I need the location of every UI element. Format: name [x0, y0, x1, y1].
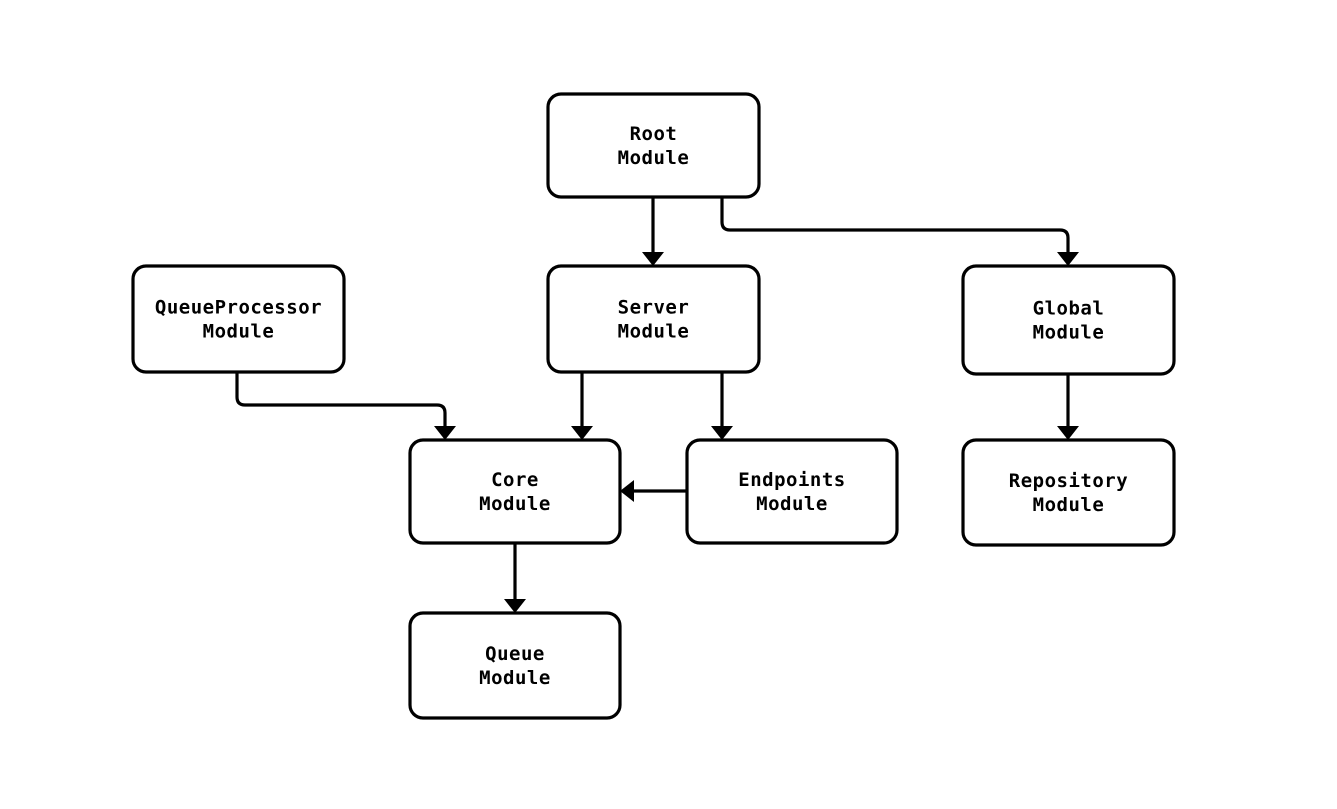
- node-label-secondary: Module: [618, 321, 690, 343]
- node-label-secondary: Module: [479, 493, 551, 515]
- node-box[interactable]: [131, 264, 346, 374]
- arrowhead-down-icon: [571, 426, 593, 440]
- node-box[interactable]: [961, 438, 1176, 547]
- edge-root-to-global: [720, 197, 1079, 266]
- node-label-secondary: Module: [479, 667, 551, 689]
- node-label-primary: Global: [1033, 298, 1105, 320]
- edge-core-to-queue: [504, 543, 526, 613]
- node-label-primary: Repository: [1009, 470, 1128, 492]
- edge-layer: [235, 197, 1079, 613]
- arrowhead-down-icon: [1057, 426, 1079, 440]
- node-label-secondary: Module: [618, 147, 690, 169]
- edge-global-to-repository: [1057, 374, 1079, 440]
- node-label-primary: Endpoints: [738, 469, 845, 491]
- edge-queueprocessor-to-core: [235, 372, 456, 440]
- edge-server-to-core: [571, 372, 593, 440]
- edge-root-to-server: [642, 197, 664, 266]
- node-box[interactable]: [546, 264, 761, 374]
- node-label-secondary: Module: [1033, 494, 1105, 516]
- node-layer: RootModuleQueueProcessorModuleServerModu…: [131, 92, 1176, 720]
- arrowhead-down-icon: [711, 426, 733, 440]
- node-box[interactable]: [685, 438, 899, 545]
- node-box[interactable]: [546, 92, 761, 199]
- node-label-primary: Core: [491, 469, 539, 491]
- node-box[interactable]: [961, 264, 1176, 376]
- node-label-secondary: Module: [203, 321, 275, 343]
- arrowhead-down-icon: [642, 252, 664, 266]
- arrowhead-down-icon: [1057, 252, 1079, 266]
- edge-line: [235, 372, 447, 428]
- arrowhead-down-icon: [434, 426, 456, 440]
- node-label-primary: Server: [618, 297, 690, 319]
- edge-server-to-endpoints: [711, 372, 733, 440]
- node-label-primary: QueueProcessor: [155, 297, 322, 319]
- node-label-secondary: Module: [756, 493, 828, 515]
- edge-endpoints-to-core: [620, 480, 687, 502]
- edge-line: [720, 197, 1070, 254]
- node-label-primary: Root: [630, 123, 678, 145]
- node-box[interactable]: [408, 611, 622, 720]
- arrowhead-left-icon: [620, 480, 634, 502]
- node-label-primary: Queue: [485, 643, 545, 665]
- node-label-secondary: Module: [1033, 322, 1105, 344]
- node-box[interactable]: [408, 438, 622, 545]
- arrowhead-down-icon: [504, 599, 526, 613]
